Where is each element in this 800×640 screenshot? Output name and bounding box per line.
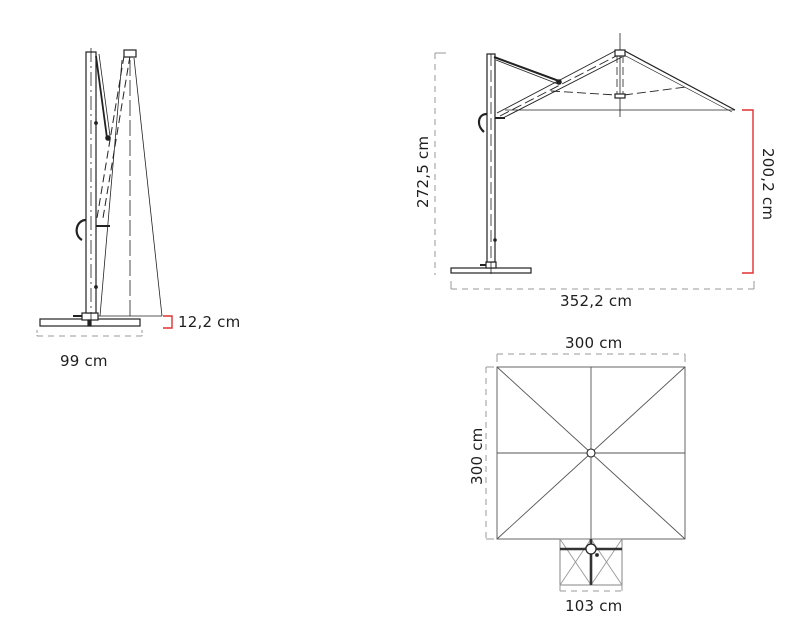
top-dimensions bbox=[485, 353, 686, 592]
canopy-width-label: 300 cm bbox=[565, 334, 623, 352]
total-reach-label: 352,2 cm bbox=[560, 292, 633, 310]
folded-base-width-label: 99 cm bbox=[60, 352, 108, 370]
base-collar bbox=[81, 312, 99, 321]
folded-dimensions bbox=[36, 315, 173, 337]
hub-circle bbox=[586, 448, 596, 458]
open-side-view bbox=[450, 33, 736, 276]
open-dimensions bbox=[434, 52, 755, 290]
total-height-label: 272,5 cm bbox=[414, 135, 432, 208]
folded-base-height-label: 12,2 cm bbox=[178, 313, 241, 331]
canopy-depth-label: 300 cm bbox=[468, 427, 486, 485]
base-width-label: 103 cm bbox=[565, 597, 623, 615]
top-view bbox=[496, 366, 686, 586]
folded-side-view bbox=[39, 48, 163, 330]
clearance-label: 200,2 cm bbox=[759, 148, 777, 221]
